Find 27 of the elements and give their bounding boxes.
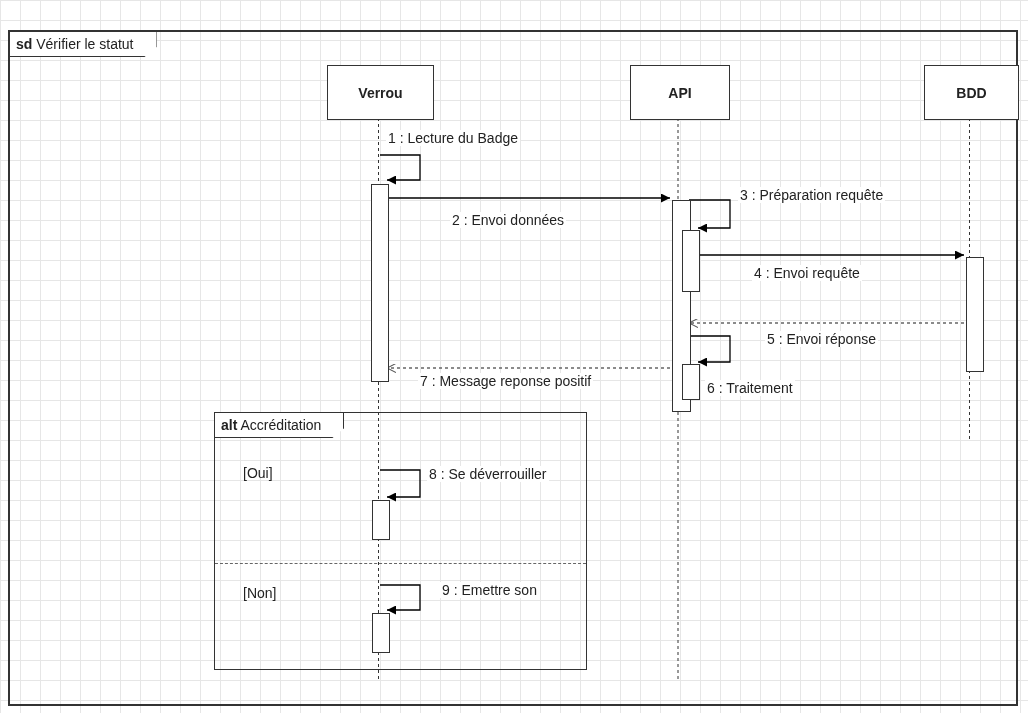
message-label: 5 : Envoi réponse (765, 331, 878, 347)
message-label: 9 : Emettre son (440, 582, 539, 598)
message-label: 7 : Message reponse positif (418, 373, 594, 389)
message-label: 3 : Préparation requête (738, 187, 886, 203)
lifeline-head: BDD (924, 65, 1019, 120)
message-label: 4 : Envoi requête (752, 265, 862, 281)
activation-bar (682, 364, 700, 400)
activation-bar (372, 613, 390, 653)
message-label: 2 : Envoi données (450, 212, 567, 228)
activation-bar (966, 257, 984, 372)
message-arrow (688, 199, 731, 233)
lifeline-head: API (630, 65, 730, 120)
guard-condition: [Non] (243, 585, 277, 601)
guard-condition: [Oui] (243, 465, 273, 481)
frame-label: sd Vérifier le statut (10, 32, 157, 57)
message-arrow (379, 154, 421, 185)
message-arrow (379, 584, 421, 615)
message-label: 6 : Traitement (705, 380, 795, 396)
activation-bar (682, 230, 700, 292)
message-label: 1 : Lecture du Badge (386, 130, 520, 146)
activation-bar (371, 184, 389, 382)
frame-label: alt Accréditation (215, 413, 345, 438)
diagram-frame (8, 30, 1018, 706)
lifeline-head: Verrou (327, 65, 434, 120)
activation-bar (372, 500, 390, 540)
message-label: 8 : Se déverrouiller (427, 466, 549, 482)
message-arrow (379, 469, 421, 502)
